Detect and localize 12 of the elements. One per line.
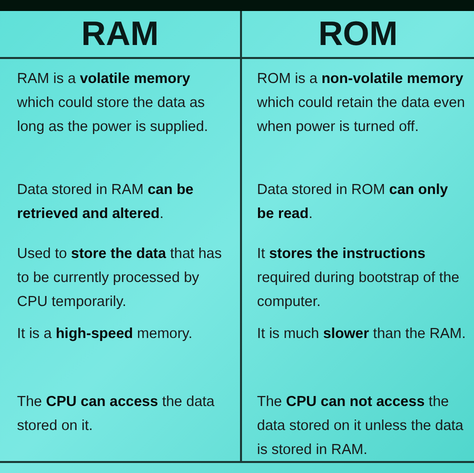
table-cell-text: Used to store the data that has to be currently processed by CPU temporarily. xyxy=(17,246,222,310)
table-cell-text: Data stored in RAM can be retrieved and altered. xyxy=(17,182,194,222)
column-header: RAM xyxy=(0,11,242,59)
table-cell-text: RAM is a volatile memory which could store the data as long as the power is supplied. xyxy=(17,71,208,135)
table-cell-text: Data stored in ROM can only be read. xyxy=(257,182,448,222)
table-cell-text: It is a high-speed memory. xyxy=(17,326,192,342)
column-header: ROM xyxy=(242,11,474,59)
table-cell-text: The CPU can not access the data stored on it unless the data is stored in RAM. xyxy=(257,394,464,458)
table-cell-text: The CPU can access the data stored on it. xyxy=(17,394,214,434)
table-cell-text: It is much slower than the RAM. xyxy=(257,326,466,342)
table-cell-text: It stores the instructions required during bootstrap of the computer. xyxy=(257,246,460,310)
table-cell-text: ROM is a non-volatile memory which could retain the data even when power is turned off. xyxy=(257,71,465,135)
